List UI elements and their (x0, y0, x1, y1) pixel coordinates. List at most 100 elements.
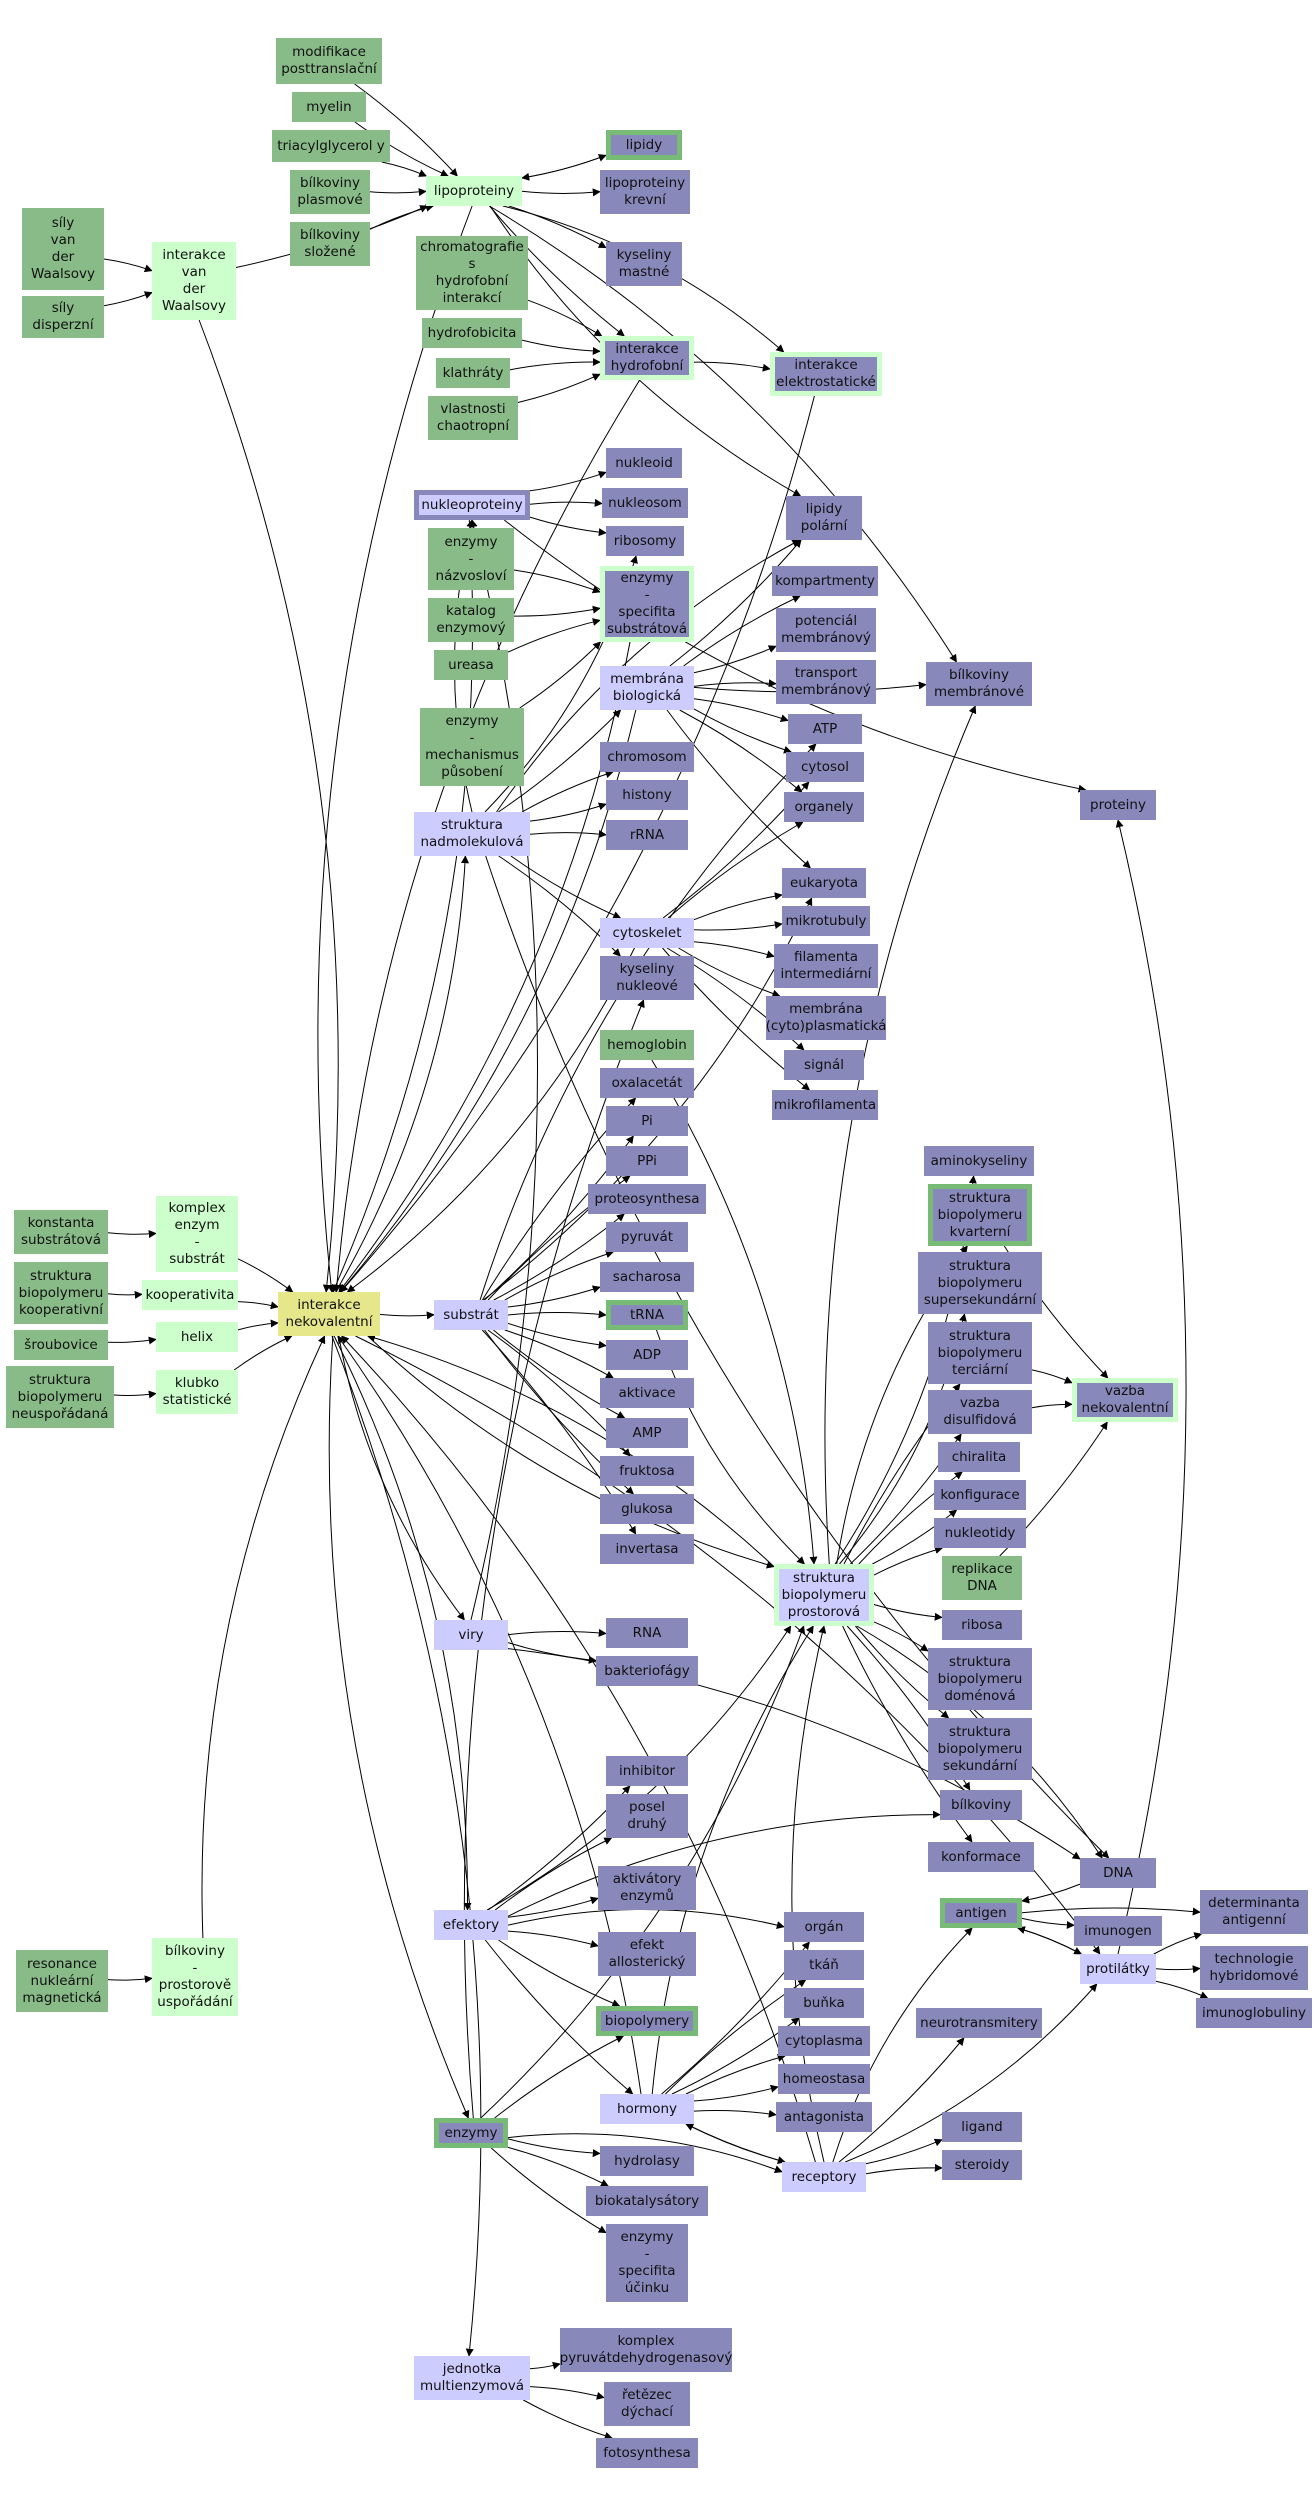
node-bilkoviny-plasmove: bílkoviny plasmové (290, 170, 370, 214)
edge-sroubovice-to-helix (107, 1336, 157, 1345)
edge-viry-to-bakteriofagy (507, 1642, 597, 1664)
node-histony: histony (606, 780, 688, 810)
node-determinanta: determinanta antigenní (1200, 1890, 1308, 1934)
edge-interakce-vdw-to-interakce-nekovalentni (198, 319, 339, 1293)
edge-struktura-nadmolekulova-to-cytoskelet (510, 855, 622, 919)
node-proteosynthesa: proteosynthesa (588, 1184, 706, 1214)
edge-efektory-to-aktivatory (507, 1896, 599, 1918)
node-lipoproteiny: lipoproteiny (426, 176, 522, 206)
node-invertasa: invertasa (600, 1534, 694, 1564)
node-signal: signál (784, 1050, 864, 1080)
node-komplex-pyruvat: komplex pyruvátdehydrogenasový (560, 2328, 732, 2372)
edge-myelin-to-lipoproteiny (354, 121, 449, 177)
node-bilkoviny-slozene: bílkoviny složené (290, 222, 370, 266)
edge-membrana-biologicka-to-eukaryota (666, 709, 811, 869)
edge-hydrofobicita-to-interakce-hydrofobni (521, 339, 601, 355)
node-organ: orgán (784, 1912, 864, 1942)
edge-lipoproteiny-to-lipidy (521, 154, 607, 179)
node-oxalacetat: oxalacetát (600, 1068, 694, 1098)
edge-interakce-nekovalentni-to-substrat (379, 1311, 435, 1320)
node-membrana-biologicka: membrána biologická (600, 666, 694, 710)
node-lipoproteiny-krevni: lipoproteiny krevní (600, 170, 690, 214)
edge-efektory-to-organ (507, 1908, 785, 1929)
edge-hormony-to-antagonista (693, 2109, 777, 2118)
node-cytoplasma: cytoplasma (778, 2026, 870, 2056)
edge-efektory-to-struktura-prostorova (486, 1625, 792, 1911)
edge-cytoskelet-to-eukaryota (693, 892, 783, 921)
node-mikrofilamenta: mikrofilamenta (772, 1090, 878, 1120)
node-eukaryota: eukaryota (782, 868, 866, 898)
edge-struktura-prostorova-to-ribosa (873, 1604, 943, 1621)
node-cytosol: cytosol (786, 752, 864, 782)
edge-efektory-to-bilkoviny (507, 1810, 941, 1917)
node-lipidy: lipidy (606, 130, 682, 160)
edge-membrana-biologicka-to-kompartmenty (683, 595, 801, 667)
node-posel: posel druhý (606, 1794, 688, 1838)
node-replikace: replikace DNA (942, 1556, 1022, 1600)
node-struktura-domenova: struktura biopolymeru doménová (928, 1648, 1032, 1710)
edge-viry-to-rna (507, 1628, 607, 1637)
node-steroidy: steroidy (942, 2150, 1022, 2180)
edge-kooperativita-to-interakce-nekovalentni (237, 1301, 279, 1310)
node-bunka: buňka (784, 1988, 864, 2018)
node-inhibitor: inhibitor (606, 1756, 688, 1786)
node-struktura-neuspor: struktura biopolymeru neuspořádaná (6, 1366, 114, 1428)
edge-membrana-biologicka-to-cytosol (693, 708, 792, 754)
edge-protilatky-to-technologie (1155, 1965, 1201, 1974)
node-hydrolasy: hydrolasy (600, 2146, 694, 2176)
node-kompartmenty: kompartmenty (772, 566, 878, 596)
edge-antigen-to-imunogen (1021, 1917, 1075, 1929)
node-efektory: efektory (434, 1910, 508, 1940)
edge-struktura-kooperativni-to-kooperativita (107, 1290, 143, 1299)
node-adp: ADP (606, 1340, 688, 1370)
node-hemoglobin: hemoglobin (600, 1030, 694, 1060)
node-myelin: myelin (292, 92, 366, 122)
edge-enzymy-to-biokatalysatory (507, 2146, 609, 2187)
edge-lipoproteiny-to-kyseliny-mastne (508, 205, 607, 249)
node-antagonista: antagonista (776, 2102, 872, 2132)
node-filamenta: filamenta intermediární (774, 944, 878, 988)
edge-struktura-nadmolekulova-to-rrna (529, 830, 607, 839)
node-enzymy: enzymy (434, 2118, 508, 2148)
node-organely: organely (784, 792, 864, 822)
edge-lipidy-to-lipoproteiny (521, 154, 607, 181)
node-hydrofobicita: hydrofobicita (422, 318, 522, 348)
edge-bilkoviny-plasmove-to-lipoproteiny (369, 188, 427, 197)
node-viry: viry (434, 1620, 508, 1650)
edge-bilkoviny-uspor-to-interakce-nekovalentni (201, 1335, 326, 1939)
node-struktura-prostorova: struktura biopolymeru prostorová (774, 1564, 874, 1626)
node-amp: AMP (606, 1418, 688, 1448)
node-struktura-nadmolekulova: struktura nadmolekulová (414, 812, 530, 856)
edge-helix-to-interakce-nekovalentni (237, 1319, 279, 1331)
node-dna: DNA (1080, 1858, 1156, 1888)
node-potencial: potenciál membránový (776, 608, 876, 652)
node-bilkoviny: bílkoviny (940, 1790, 1022, 1820)
edge-receptory-to-interakce-nekovalentni (341, 1335, 816, 2163)
edge-triacylglycerol-to-lipoproteiny (381, 161, 428, 177)
node-neurotransmitery: neurotransmitery (916, 2008, 1042, 2038)
node-chromatografie: chromatografie s hydrofobní interakcí (416, 236, 528, 310)
node-rrna: rRNA (606, 820, 688, 850)
node-bilkoviny-uspor: bílkoviny - prostorově uspořádání (152, 1938, 238, 2016)
edge-klubko-to-interakce-nekovalentni (233, 1335, 293, 1371)
edge-antigen-to-determinanta (1021, 1907, 1201, 1916)
node-pi: Pi (606, 1106, 688, 1136)
node-kyseliny-nukleove: kyseliny nukleové (600, 956, 694, 1000)
edge-struktura-prostorova-to-konfigurace (872, 1509, 958, 1565)
edge-interakce-nekovalentni-to-viry (338, 1335, 465, 1621)
node-chiralita: chiralita (938, 1442, 1020, 1472)
node-jednotka: jednotka multienzymová (414, 2356, 530, 2400)
node-biokatalysatory: biokatalysátory (586, 2186, 708, 2216)
edge-substrat-to-pyruvat (504, 1250, 614, 1301)
edge-jednotka-to-komplex-pyruvat (529, 2361, 561, 2370)
node-retezec: řetězec dýchací (604, 2382, 690, 2426)
node-vazba-disulfidova: vazba disulfidová (928, 1390, 1032, 1434)
edge-konstanta-to-komplex-enzym-substrat (107, 1230, 157, 1238)
node-kyseliny-mastne: kyseliny mastné (606, 242, 682, 286)
node-interakce-hydrofobni: interakce hydrofobní (600, 336, 694, 380)
node-hormony: hormony (600, 2094, 694, 2124)
edge-struktura-neuspor-to-klubko (113, 1390, 157, 1399)
edge-struktura-nadmolekulova-to-histony (529, 802, 607, 822)
node-modifikace: modifikace posttranslační (276, 38, 382, 84)
node-bilkoviny-membranove: bílkoviny membránové (926, 662, 1032, 706)
